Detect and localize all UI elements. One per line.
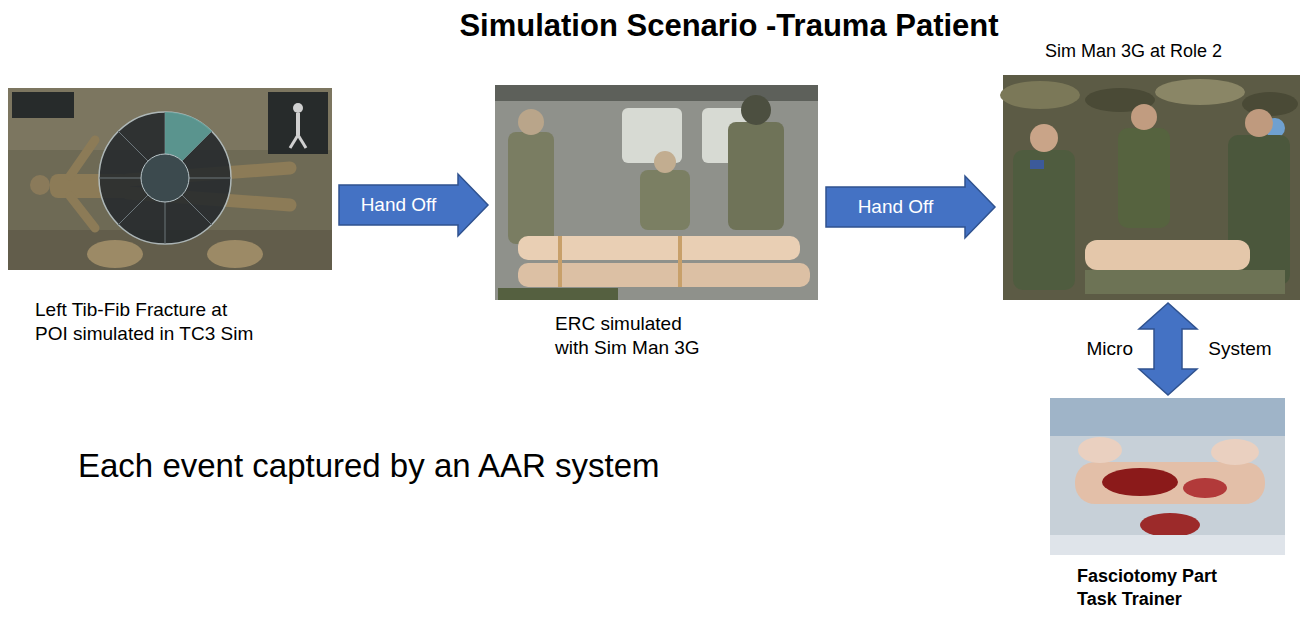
photo-frame — [1003, 75, 1302, 300]
block-arrow — [339, 174, 488, 236]
fasciotomy-trainer-photo — [1050, 398, 1285, 555]
panel-heading: Sim Man 3G at Role 2 — [1045, 40, 1302, 62]
arrow-label: Hand Off — [361, 194, 437, 217]
block-arrow — [826, 176, 995, 238]
title-holder: Simulation Scenario -Trauma Patient — [459, 8, 998, 44]
image-panel: Left Tib-Fib Fracture at POI simulated i… — [8, 88, 332, 346]
photo-frame — [495, 85, 818, 300]
arrow-label: Micro System — [1087, 338, 1272, 361]
image-panel: Fasciotomy Part Task Trainer — [1050, 398, 1285, 610]
tc3-sim-screenshot — [8, 88, 332, 270]
helicopter-photo — [495, 85, 818, 300]
arrow-label-holder: Micro System — [1087, 338, 1272, 361]
image-panel: ERC simulated with Sim Man 3G — [495, 85, 818, 360]
arrow-label-holder: Hand Off — [858, 196, 934, 219]
note-holder: Each event captured by an AAR system — [78, 447, 659, 485]
role-2-photo — [1000, 75, 1300, 300]
image-panel: Sim Man 3G at Role 2 — [1003, 40, 1302, 300]
note-text: Each event captured by an AAR system — [78, 447, 659, 485]
diagram-title: Simulation Scenario -Trauma Patient — [459, 8, 998, 44]
photo-frame — [1050, 398, 1285, 555]
panel-caption: Fasciotomy Part Task Trainer — [1077, 565, 1237, 610]
panel-caption: ERC simulated with Sim Man 3G — [555, 312, 705, 360]
photo-frame — [8, 88, 332, 270]
arrow-label: Hand Off — [858, 196, 934, 219]
panel-caption: Left Tib-Fib Fracture at POI simulated i… — [35, 298, 260, 346]
arrow-label-holder: Hand Off — [361, 194, 437, 217]
